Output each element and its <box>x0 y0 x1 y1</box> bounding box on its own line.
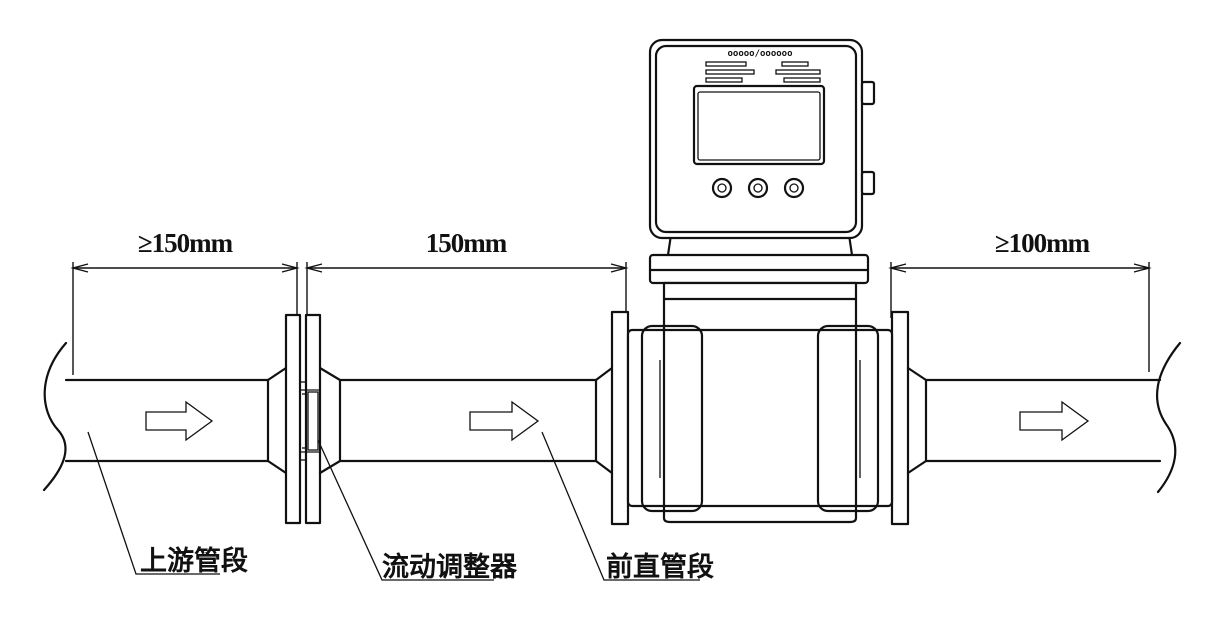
label-front-straight-pipe: 前直管段 <box>541 431 714 583</box>
meter-buttons <box>711 177 805 199</box>
front-straight-pipe <box>318 366 614 475</box>
dimension-conditioner-to-meter: 150mm <box>304 228 629 318</box>
downstream-pipe <box>906 341 1182 494</box>
flow-conditioner-assembly <box>284 313 322 525</box>
label-flow-conditioner: 流动调整器 <box>317 439 518 583</box>
lcd-screen <box>692 84 826 166</box>
label-flow-conditioner-text: 流动调整器 <box>382 552 518 583</box>
dimension-downstream: ≥100mm <box>888 228 1152 372</box>
dim-label-conditioner-to-meter: 150mm <box>426 228 508 258</box>
label-upstream-pipe-text: 上游管段 <box>140 546 248 577</box>
flowmeter: ooooo/oooooo <box>610 38 910 526</box>
button-icon <box>783 177 805 199</box>
upstream-pipe <box>42 341 288 492</box>
dim-label-upstream: ≥150mm <box>138 228 234 258</box>
button-icon <box>711 177 733 199</box>
label-front-straight-pipe-text: 前直管段 <box>606 551 714 583</box>
dim-label-downstream: ≥100mm <box>995 228 1091 258</box>
flow-arrow-icon <box>469 400 540 442</box>
meter-brand-text: ooooo/oooooo <box>727 49 792 59</box>
flow-arrow-icon <box>145 400 214 442</box>
button-icon <box>747 177 769 199</box>
label-upstream-pipe: 上游管段 <box>87 431 248 577</box>
dimension-upstream: ≥150mm <box>70 228 300 375</box>
flow-arrow-icon <box>1019 400 1090 442</box>
